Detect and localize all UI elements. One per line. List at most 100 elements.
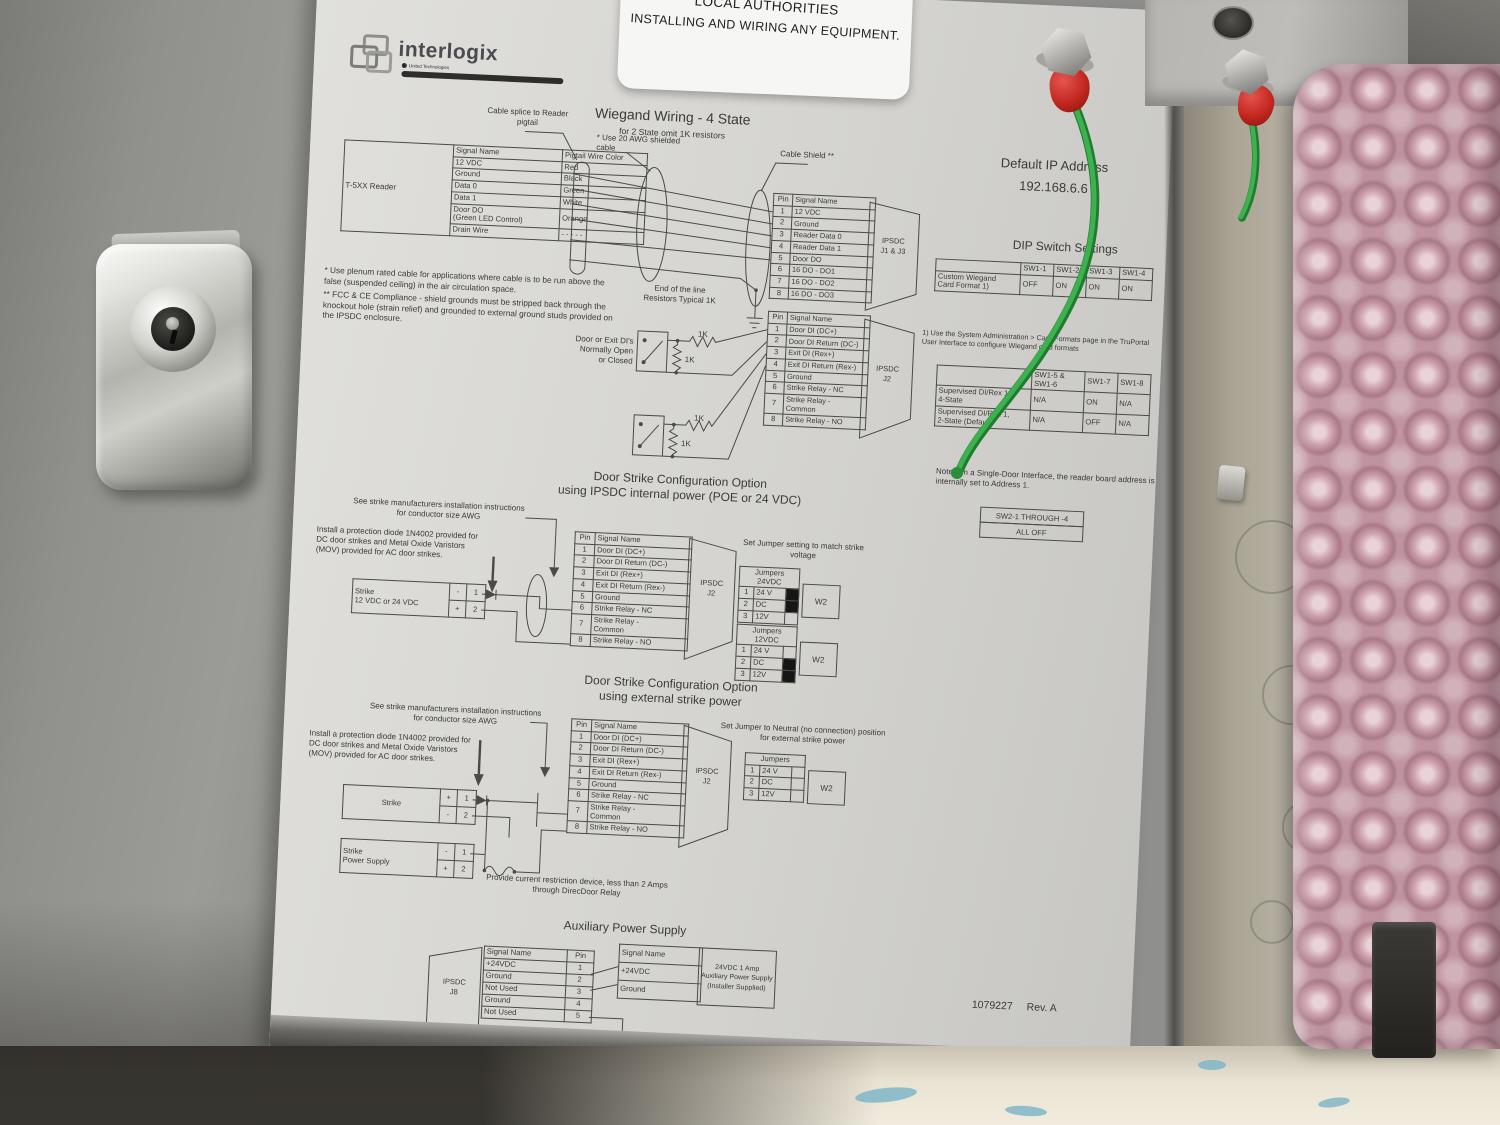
table-cell: 8 xyxy=(763,413,783,426)
table-cell: ON xyxy=(1052,275,1087,298)
reader-pigtail-table: T-5XX Reader Signal Name Pigtail Wire Co… xyxy=(340,139,648,245)
warning-sticker: LOCAL AUTHORITIES INSTALLING AND WIRING … xyxy=(616,0,916,101)
table-cell: 1 xyxy=(570,730,592,744)
table-cell: 2 xyxy=(772,216,792,230)
table-cell: 5 xyxy=(765,369,785,383)
column-header: SW1-8 xyxy=(1117,373,1152,396)
column-header: Pin xyxy=(773,193,793,206)
table-cell: 2 xyxy=(570,742,591,755)
connector-brackets xyxy=(858,201,921,439)
table-cell: 1 xyxy=(574,543,595,557)
table-cell: 7 xyxy=(567,800,589,822)
jumper-table-title: Jumpers 12VDC xyxy=(736,624,798,648)
table-cell: 6 xyxy=(568,789,589,802)
strike-power-supply-box: Strike Power Supply - 1 + 2 xyxy=(339,838,475,879)
strike-box-label: Strike xyxy=(342,784,441,823)
resistor-value-label: 1K xyxy=(698,330,709,339)
column-header: SW1-5 & SW1-6 xyxy=(1031,369,1086,393)
j2-connector-label: IPSDC J2 xyxy=(875,363,900,384)
table-cell: Custom Wiegand Card Format 1) xyxy=(934,270,1021,295)
table-cell: 4 xyxy=(771,240,791,253)
strike-external-wiring xyxy=(470,721,733,877)
table-cell: 4 xyxy=(569,765,590,779)
column-header: Pin xyxy=(574,531,596,545)
resistor-value-label: 1K xyxy=(694,414,705,423)
floor-shadow xyxy=(0,1046,880,1125)
splice-note: Cable splice to Reader pigtail xyxy=(487,105,569,127)
table-cell: 7 xyxy=(769,275,790,288)
table-cell: 5 xyxy=(568,777,590,790)
table-cell: 5 xyxy=(770,251,791,265)
column-header: Pin xyxy=(768,311,788,324)
j1-connector-label: IPSDC J1 & J3 xyxy=(880,235,906,256)
table-cell: 4 xyxy=(572,578,594,592)
strike-box-label: Strike 12 VDC or 24 VDC xyxy=(351,578,450,618)
table-row: Ground xyxy=(617,980,701,1002)
column-header: SW1-7 xyxy=(1084,371,1119,394)
table-cell: Supervised DI/Rex 1, 2-State (Default) xyxy=(934,405,1031,431)
revision: Rev. A xyxy=(1026,1001,1058,1015)
table-cell: 2 xyxy=(573,555,595,568)
table-cell: N/A xyxy=(1116,393,1151,416)
aux-psu-label: 24VDC 1 Amp Auxiliary Power Supply (Inst… xyxy=(696,947,778,1009)
table-cell: 3 xyxy=(771,228,792,242)
di-supervision-circuits: 1K 1K 1K 1K xyxy=(631,329,768,460)
strike-box-internal: Strike 12 VDC or 24 VDC - 1 + 2 xyxy=(351,578,486,619)
warning-text: LOCAL AUTHORITIES INSTALLING AND WIRING … xyxy=(619,0,913,44)
table-cell: ON xyxy=(1085,277,1120,300)
table-cell: N/A xyxy=(1115,414,1150,436)
table-cell: 6 xyxy=(770,263,790,277)
interlogix-logo: interlogix United Technologies xyxy=(349,34,581,94)
table-cell: 3 xyxy=(766,346,786,359)
table-cell: N/A xyxy=(1030,389,1085,413)
jumper-block xyxy=(781,670,796,683)
lock-pin xyxy=(166,317,179,330)
part-number: 1079227 xyxy=(971,998,1013,1013)
logo-underline-bar xyxy=(401,70,564,85)
table-cell: 6 xyxy=(764,381,785,395)
table-cell: 7 xyxy=(763,393,784,415)
wiegand-wires xyxy=(524,131,808,329)
j2-connector-label: IPSDC J2 xyxy=(695,765,719,786)
bubble-wrap-roll xyxy=(1293,64,1500,1049)
table-cell: 8 xyxy=(769,287,789,300)
table-cell: 5 xyxy=(572,590,593,603)
w2-jumper-label: W2 xyxy=(798,641,839,678)
table-cell: 7 xyxy=(570,613,592,635)
psu-box-label: Strike Power Supply xyxy=(339,838,439,877)
panel-slot xyxy=(1372,922,1436,1058)
table-cell: 3 xyxy=(569,753,591,767)
table-cell: 6 xyxy=(571,601,593,615)
brand-name: interlogix xyxy=(398,37,499,66)
knockout-hole xyxy=(1250,900,1294,944)
table-cell: OFF xyxy=(1019,274,1054,297)
j8-connector-label: IPSDC J8 xyxy=(442,976,466,997)
table-cell: 3 xyxy=(573,566,594,580)
resistor-value-label: 1K xyxy=(685,355,696,364)
table-cell: 8 xyxy=(570,633,591,647)
jumper-block xyxy=(782,658,796,671)
table-cell: 4 xyxy=(765,358,786,371)
paint-mark xyxy=(1198,1060,1226,1070)
reader-label: T-5XX Reader xyxy=(340,139,454,236)
sw2-setting-box: SW2-1 THROUGH -4 ALL OFF xyxy=(979,506,1085,543)
mounting-hole xyxy=(1212,6,1254,40)
resistor-value-label: 1K xyxy=(681,439,692,448)
awg-note: * Use 20 AWG shielded cable xyxy=(596,132,681,153)
table-cell: OFF xyxy=(1082,412,1117,435)
